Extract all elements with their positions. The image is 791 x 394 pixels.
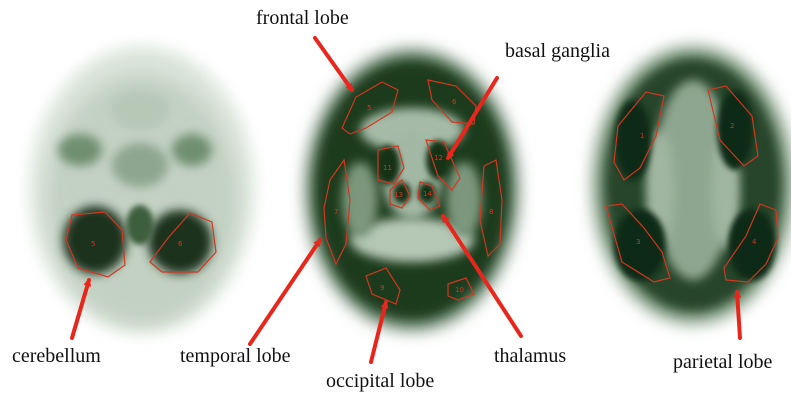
roi-number-parietal-ant-left: 1 xyxy=(640,132,644,140)
scan-cerebellum-slice xyxy=(30,47,254,333)
roi-number-occipital-left: 9 xyxy=(380,284,384,292)
roi-number-frontal-right: 6 xyxy=(452,98,457,106)
label-frontal-lobe: frontal lobe xyxy=(256,7,349,29)
roi-number-temporal-left: 7 xyxy=(334,208,338,216)
scan-parietal-slice xyxy=(593,47,791,323)
roi-number-cerebellum-left: 5 xyxy=(91,240,95,248)
roi-number-frontal-left: 5 xyxy=(367,104,371,112)
label-thalamus: thalamus xyxy=(494,345,566,367)
arrow-frontal-lobe xyxy=(315,38,352,90)
roi-number-basal-left: 11 xyxy=(383,164,392,172)
roi-number-cerebellum-right: 6 xyxy=(178,240,183,248)
roi-number-parietal-ant-right: 2 xyxy=(730,122,734,130)
roi-number-thalamus-right: 14 xyxy=(423,190,432,198)
label-occipital-lobe: occipital lobe xyxy=(326,370,434,392)
roi-number-parietal-post-left: 3 xyxy=(636,238,640,246)
label-basal-ganglia: basal ganglia xyxy=(505,40,610,62)
label-cerebellum: cerebellum xyxy=(12,345,101,367)
roi-number-parietal-post-right: 4 xyxy=(752,238,757,246)
roi-number-thalamus-left: 13 xyxy=(394,191,403,199)
roi-number-temporal-right: 8 xyxy=(489,208,493,216)
roi-number-basal-right: 12 xyxy=(434,154,443,162)
label-temporal-lobe: temporal lobe xyxy=(180,345,291,367)
label-parietal-lobe: parietal lobe xyxy=(673,351,772,373)
roi-number-occipital-right: 10 xyxy=(455,286,464,294)
arrow-temporal-lobe xyxy=(250,240,320,344)
